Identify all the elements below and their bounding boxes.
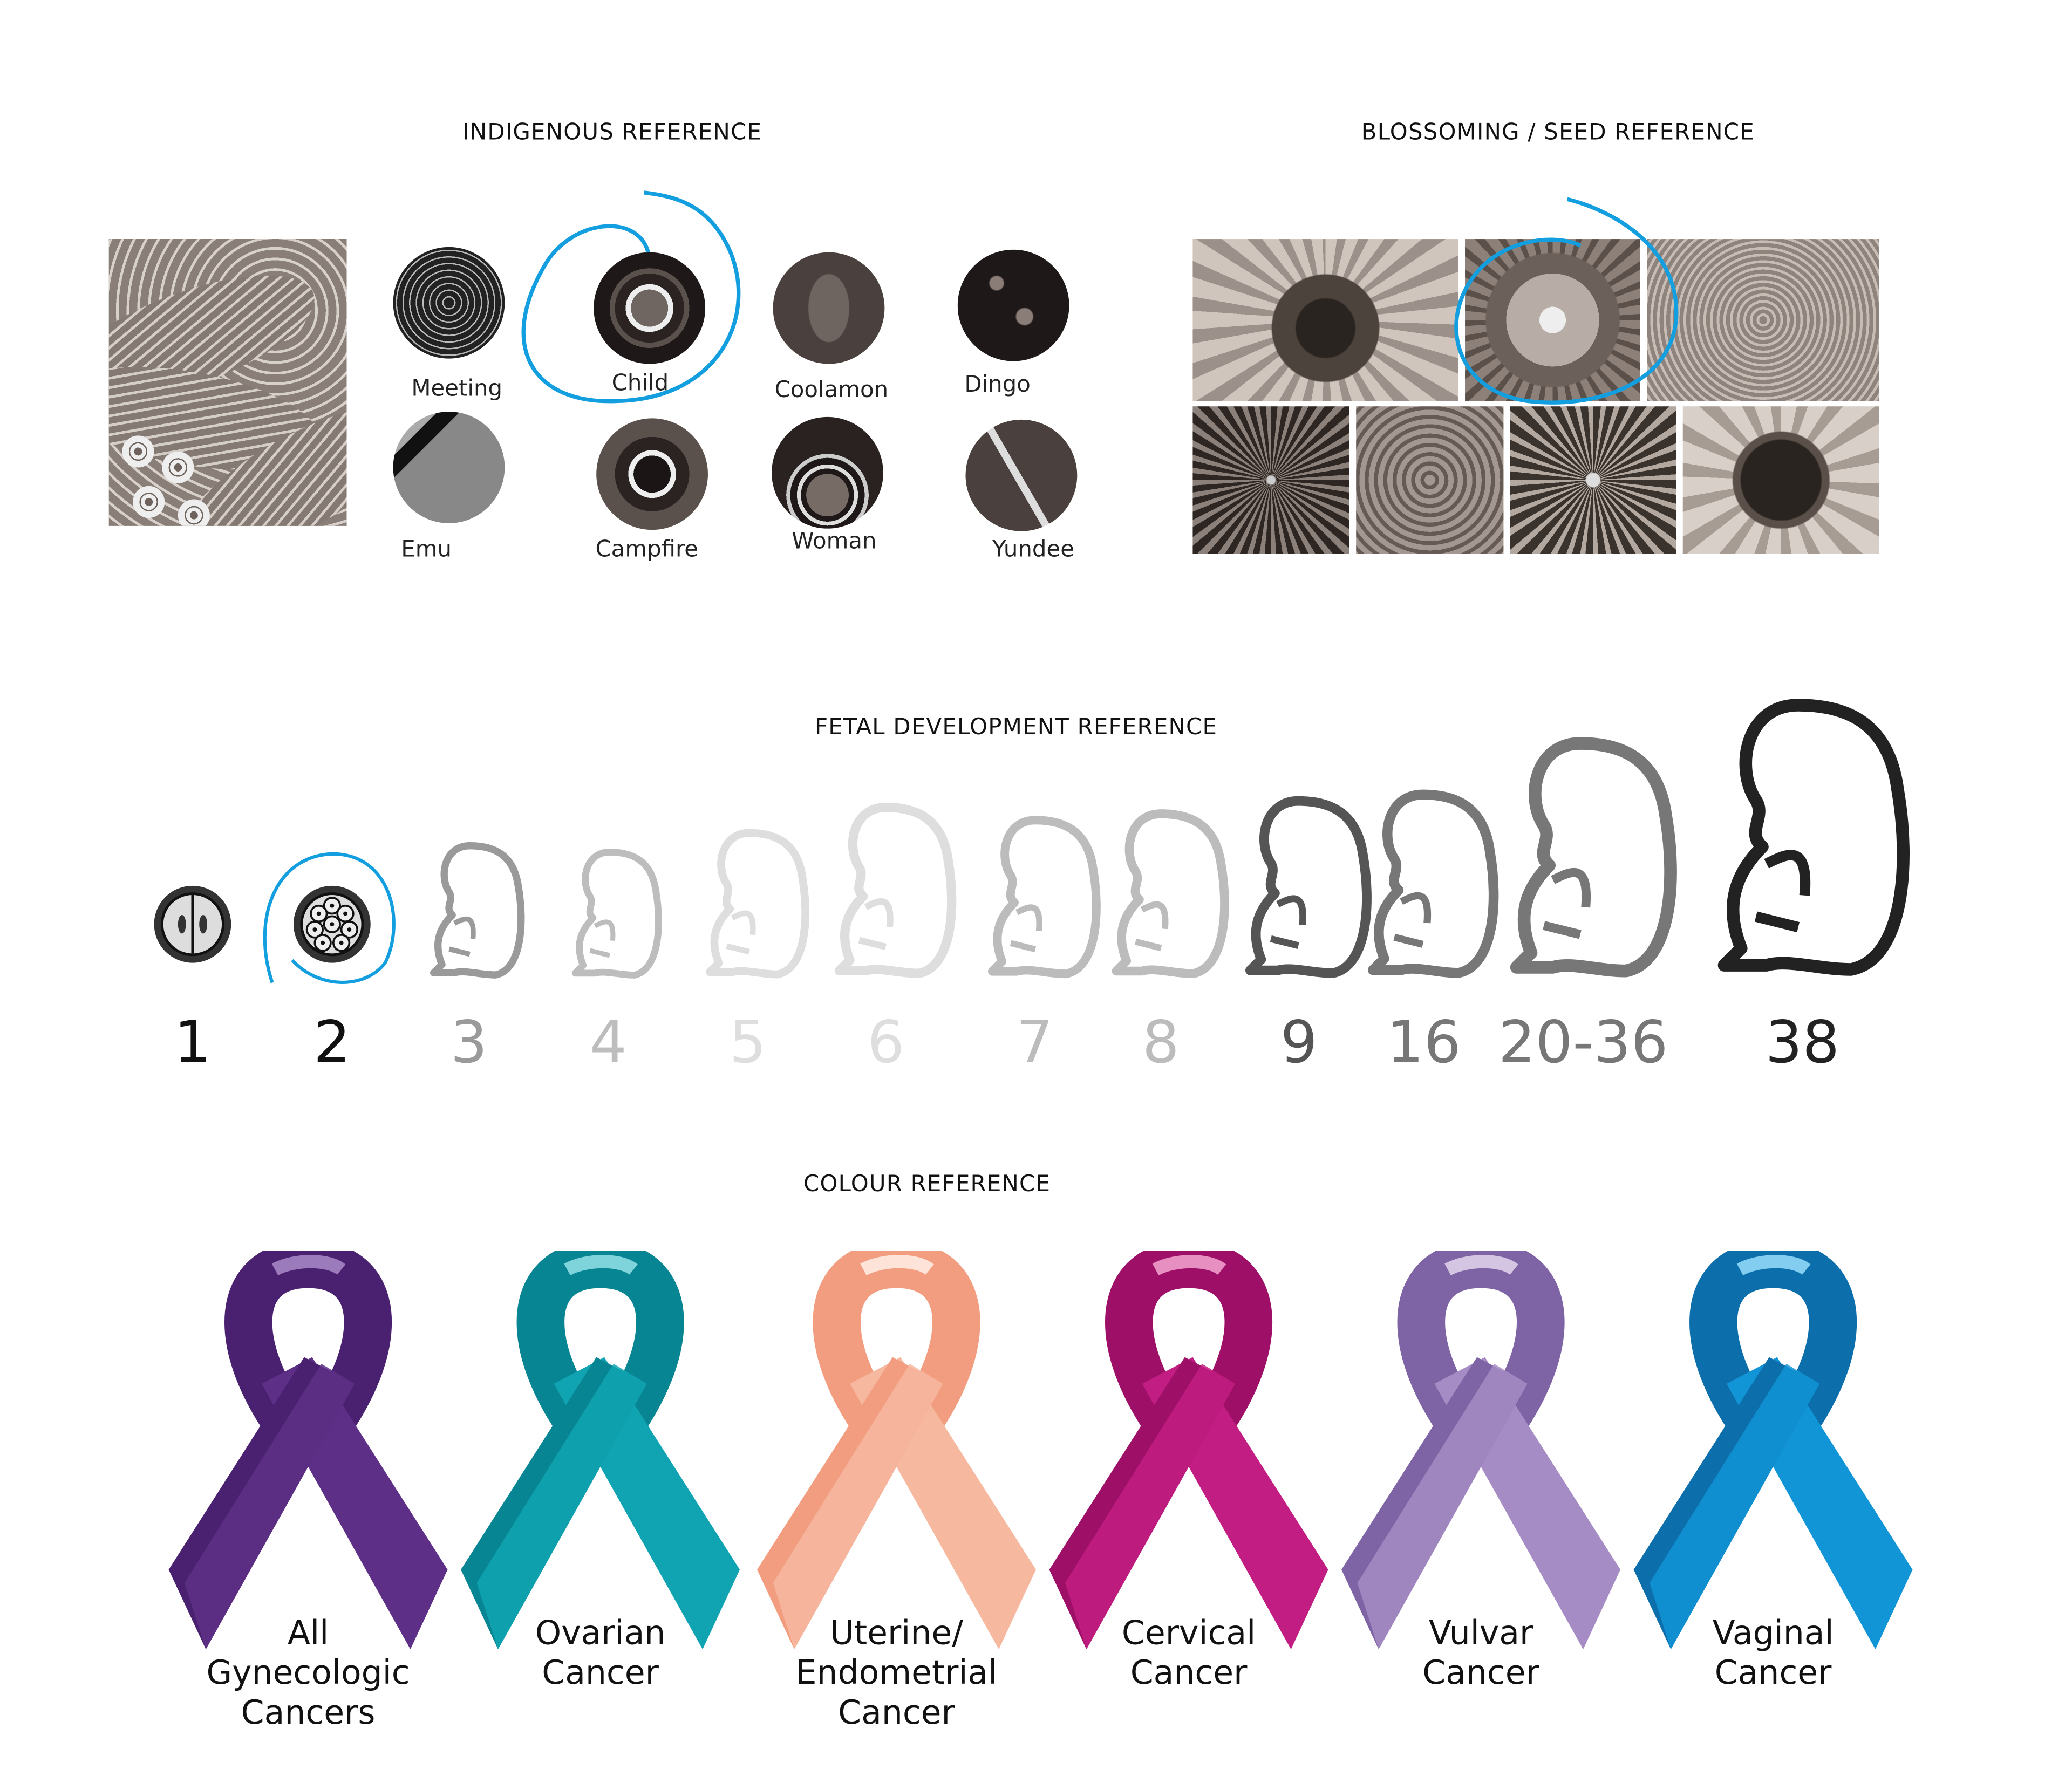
stage-number-9: 9 xyxy=(1280,1009,1318,1077)
fetus-icon xyxy=(1368,789,1500,978)
flower-photo xyxy=(1682,406,1880,554)
ribbon-label: All Gynecologic Cancers xyxy=(206,1613,410,1732)
fetus-icon xyxy=(430,842,526,979)
stage-number-4: 4 xyxy=(589,1009,627,1077)
stage-number-8: 8 xyxy=(1142,1009,1180,1077)
fetus-icon xyxy=(835,802,957,978)
awareness-ribbon-icon xyxy=(168,1251,448,1650)
yundee-symbol-icon xyxy=(965,419,1078,531)
emu-symbol-icon xyxy=(393,412,505,523)
stage-number-1: 1 xyxy=(174,1009,212,1077)
stage-number-7: 7 xyxy=(1016,1009,1053,1077)
fetus-icon xyxy=(987,816,1101,979)
meeting-symbol-icon xyxy=(393,247,505,359)
stage-number-2: 2 xyxy=(313,1009,351,1077)
highlight-circle-stage-2 xyxy=(263,852,396,984)
campfire-symbol-label: Campfire xyxy=(595,536,699,563)
stage-number-3: 3 xyxy=(450,1009,488,1077)
flower-photo xyxy=(1356,406,1504,554)
awareness-ribbon-icon xyxy=(757,1251,1036,1650)
fetal-development-heading: FETAL DEVELOPMENT REFERENCE xyxy=(814,714,1218,741)
ribbon-label: Uterine/ Endometrial Cancer xyxy=(795,1613,998,1732)
meeting-symbol-label: Meeting xyxy=(411,375,503,402)
indigenous-painting-image xyxy=(108,239,347,526)
flower-photo xyxy=(1510,406,1676,554)
flower-photo xyxy=(1192,406,1349,554)
flower-photo xyxy=(1465,239,1640,401)
awareness-ribbon-icon xyxy=(1341,1251,1621,1650)
cell-stage-icon xyxy=(293,885,371,963)
flower-photo xyxy=(1192,239,1458,401)
child-symbol-label: Child xyxy=(611,370,669,397)
yundee-symbol-label: Yundee xyxy=(992,536,1074,563)
fetus-icon xyxy=(1717,699,1910,976)
fetus-icon xyxy=(1245,796,1372,978)
cell-stage-icon xyxy=(154,885,231,963)
stage-number-5: 5 xyxy=(729,1009,767,1077)
ribbon-label: Vaginal Cancer xyxy=(1712,1613,1834,1692)
stage-number-16: 16 xyxy=(1386,1009,1461,1077)
woman-symbol-label: Woman xyxy=(792,528,877,555)
ribbon-label: Ovarian Cancer xyxy=(535,1613,666,1692)
fetus-icon xyxy=(1510,737,1678,978)
awareness-ribbon-icon xyxy=(1049,1251,1328,1650)
fetus-icon xyxy=(705,829,809,979)
emu-symbol-label: Emu xyxy=(401,536,452,563)
dingo-symbol-label: Dingo xyxy=(964,372,1031,399)
woman-symbol-icon xyxy=(772,416,883,529)
awareness-ribbon-icon xyxy=(1633,1251,1913,1650)
fetus-icon xyxy=(572,849,663,979)
fetus-icon xyxy=(1112,809,1229,979)
indigenous-reference-heading: INDIGENOUS REFERENCE xyxy=(462,119,762,146)
highlight-circle-child xyxy=(521,190,741,404)
stage-number-38: 38 xyxy=(1765,1009,1840,1077)
blossoming-reference-heading: BLOSSOMING / SEED REFERENCE xyxy=(1361,119,1755,146)
colour-reference-heading: COLOUR REFERENCE xyxy=(803,1171,1051,1198)
coolamon-symbol-icon xyxy=(773,252,885,364)
awareness-ribbon-icon xyxy=(461,1251,740,1650)
flower-photo xyxy=(1647,239,1880,401)
ribbon-label: Cervical Cancer xyxy=(1121,1613,1256,1692)
dingo-symbol-icon xyxy=(957,249,1069,361)
stage-number-20-36: 20-36 xyxy=(1498,1009,1668,1077)
ribbon-label: Vulvar Cancer xyxy=(1422,1613,1539,1692)
campfire-symbol-icon xyxy=(596,418,708,530)
coolamon-symbol-label: Coolamon xyxy=(774,377,889,404)
stage-number-6: 6 xyxy=(867,1009,905,1077)
child-symbol-icon xyxy=(594,252,706,364)
highlight-circle-flower xyxy=(1454,197,1679,405)
